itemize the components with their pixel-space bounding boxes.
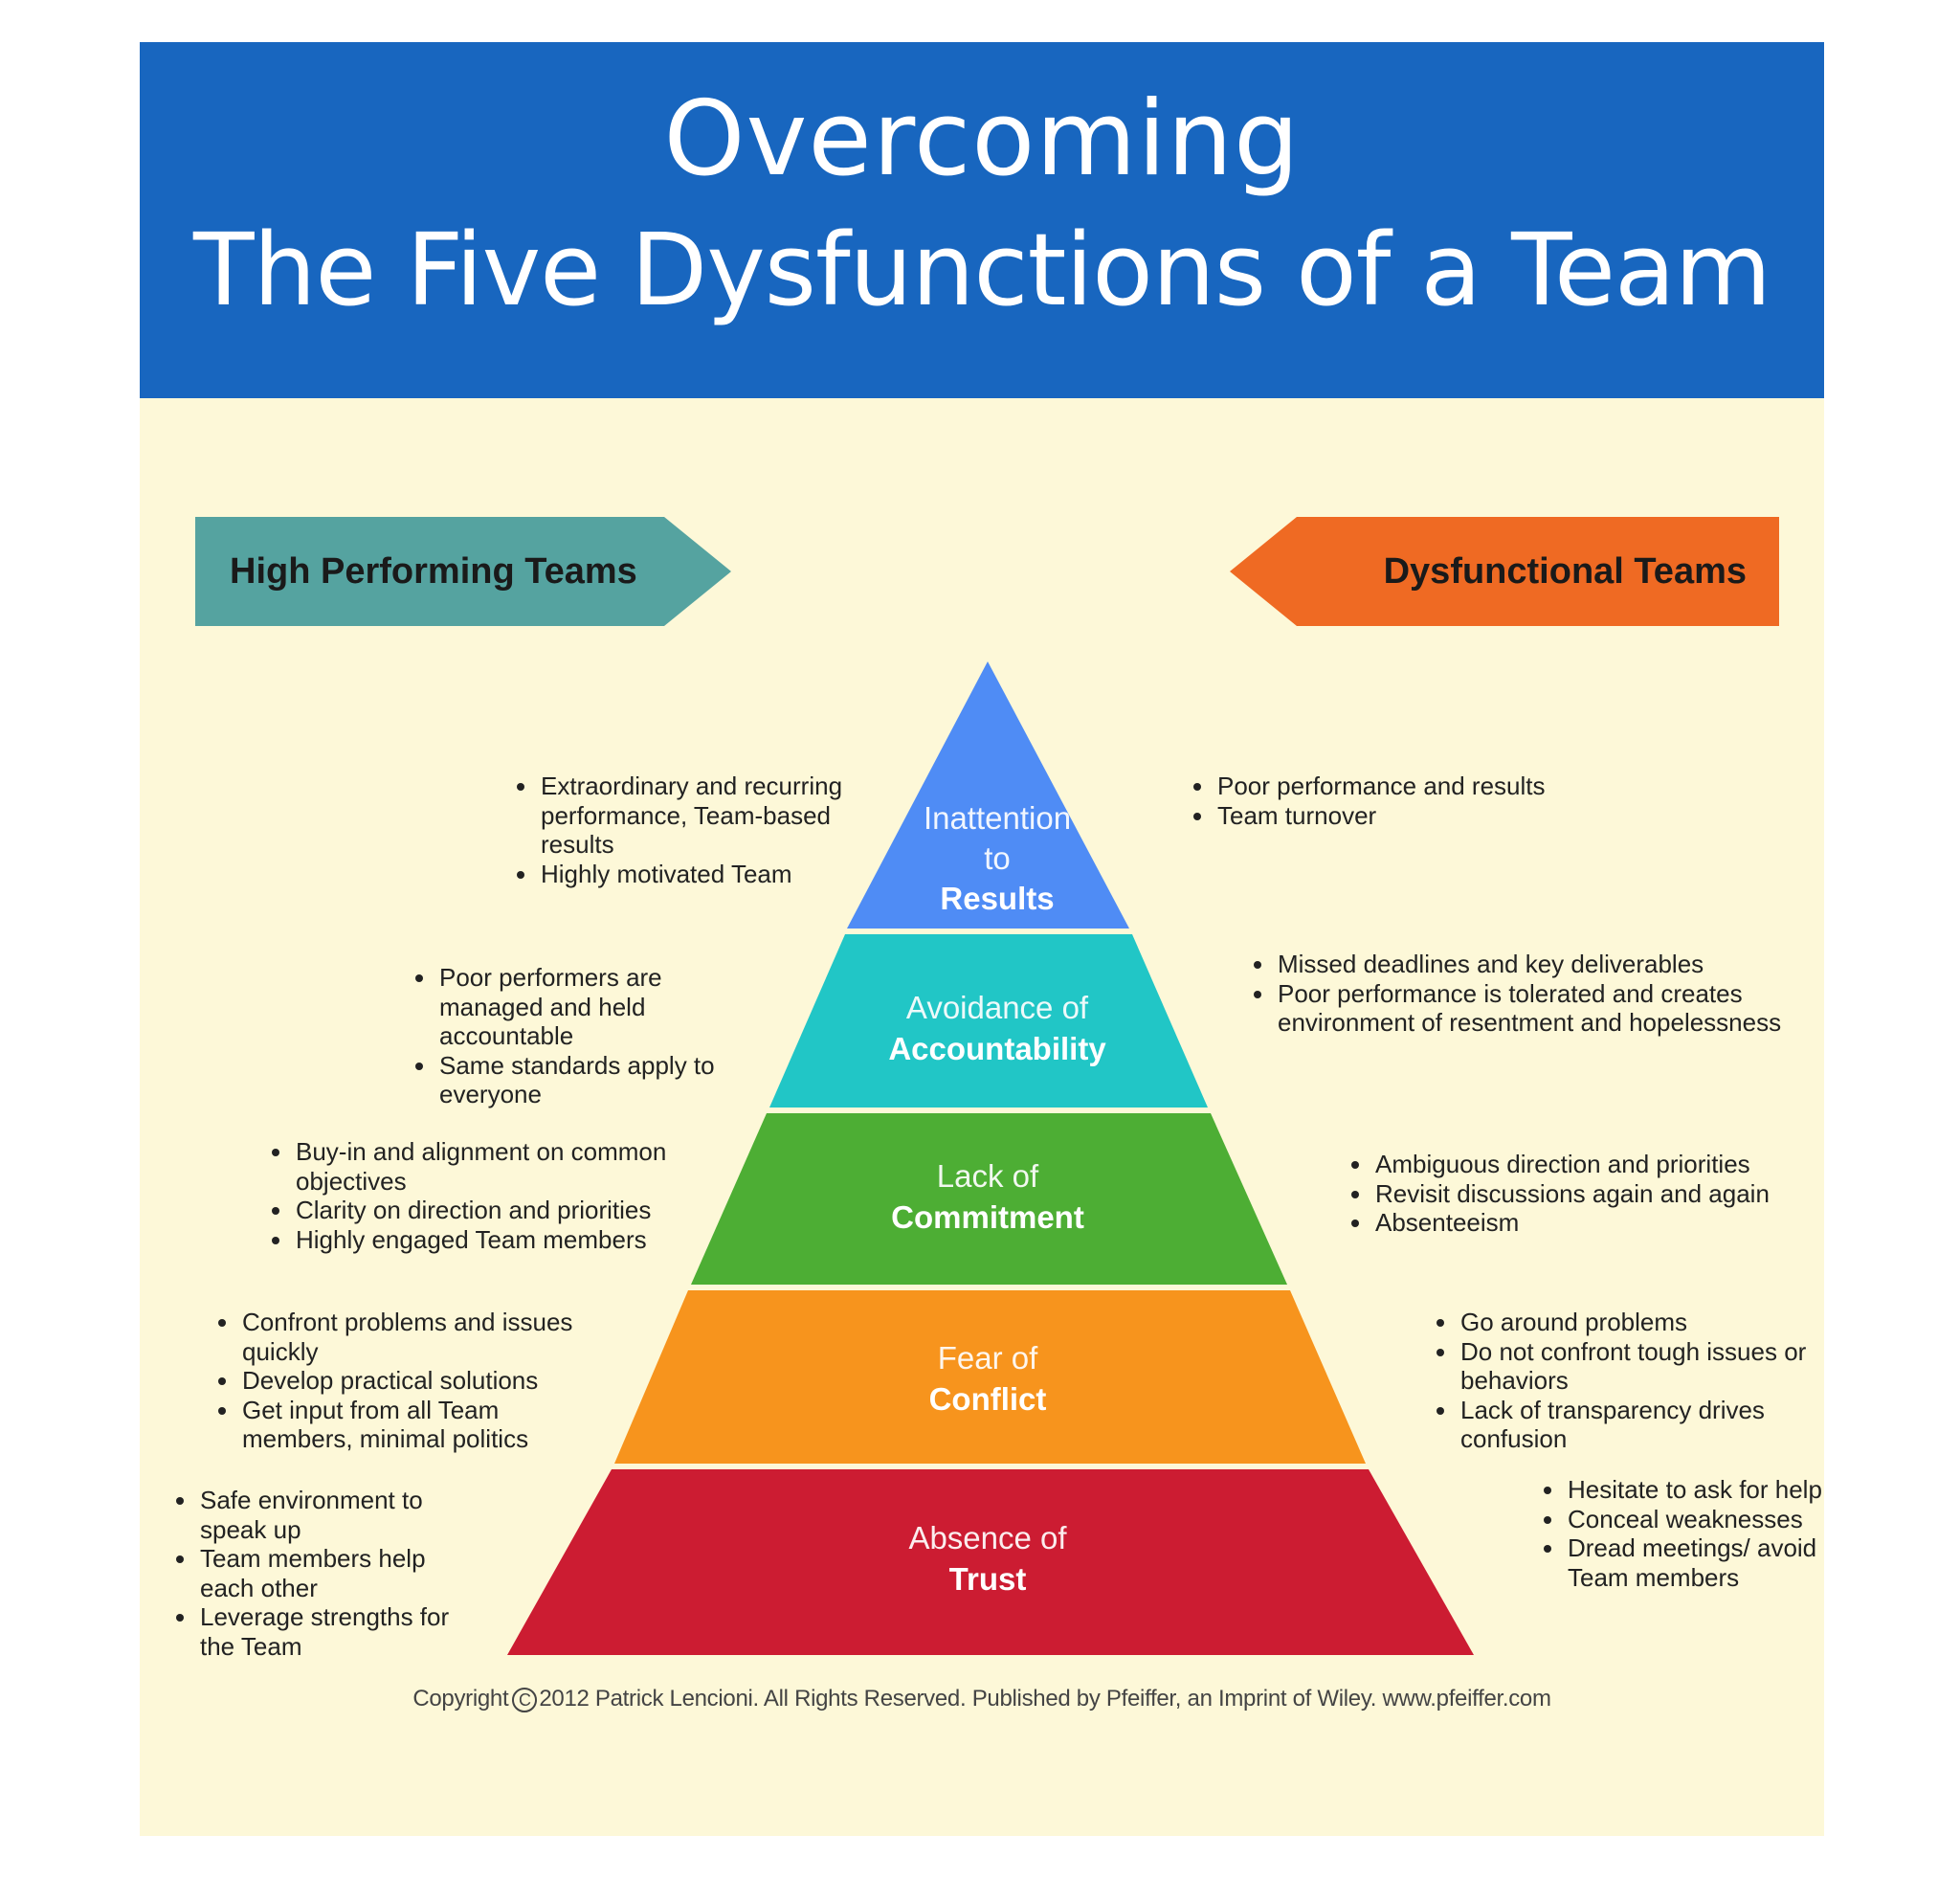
list-item: Hesitate to ask for help (1566, 1475, 1824, 1505)
left-arrow-shape-icon (1230, 517, 1779, 626)
layer-accountability-line2: Accountability (888, 1031, 1106, 1066)
pyramid-layer-trust (507, 1469, 1474, 1655)
copyright-prefix: Copyright (412, 1686, 509, 1712)
list-item: Confront problems and issues quickly (240, 1308, 604, 1366)
list-item: Highly motivated Team (539, 860, 864, 889)
list-item: Highly engaged Team members (294, 1225, 705, 1255)
list-item: Same standards apply to everyone (437, 1051, 772, 1109)
list-item: Dread meetings/ avoid Team members (1566, 1533, 1824, 1592)
pyramid-layer-commitment (691, 1113, 1287, 1285)
pyramid-layer-accountability (769, 934, 1208, 1108)
layer-label-trust: Absence of Trust (908, 1517, 1066, 1600)
layer-results-line1: Inattention (923, 800, 1072, 836)
dysfunctional-banner: Dysfunctional Teams (1230, 517, 1779, 626)
layer-conflict-line2: Conflict (928, 1381, 1047, 1417)
dys-list-trust: Hesitate to ask for help Conceal weaknes… (1533, 1475, 1824, 1592)
layer-commitment-line2: Commitment (891, 1199, 1084, 1235)
layer-results-line2: Results (940, 881, 1055, 916)
dysfunctional-label: Dysfunctional Teams (1383, 551, 1747, 592)
list-item: Lack of transparency drives confusion (1459, 1396, 1822, 1454)
infographic-poster: Overcoming The Five Dysfunctions of a Te… (140, 42, 1824, 1836)
list-item: Leverage strengths for the Team (198, 1602, 485, 1661)
layer-label-conflict: Fear of Conflict (929, 1337, 1047, 1420)
list-item: Do not confront tough issues or behavior… (1459, 1337, 1822, 1396)
right-arrow-shape-icon (195, 517, 731, 626)
list-item: Ambiguous direction and priorities (1373, 1150, 1833, 1179)
layer-commitment-line1: Lack of (936, 1158, 1039, 1194)
pyramid-layer-conflict (614, 1290, 1366, 1464)
hp-list-trust: Safe environment to speak up Team member… (166, 1486, 485, 1661)
dys-list-accountability: Missed deadlines and key deliverables Po… (1243, 950, 1783, 1038)
hp-list-conflict: Confront problems and issues quickly Dev… (208, 1308, 604, 1454)
list-item: Buy-in and alignment on common objective… (294, 1137, 705, 1196)
title-line-2: The Five Dysfunctions of a Team (192, 212, 1771, 328)
title-line-1: Overcoming (663, 79, 1301, 199)
hp-list-accountability: Poor performers are managed and held acc… (405, 963, 772, 1109)
list-item: Clarity on direction and priorities (294, 1196, 705, 1225)
layer-trust-line1: Absence of (908, 1520, 1067, 1555)
high-performing-banner: High Performing Teams (195, 517, 731, 626)
layer-results-line1b: to (984, 840, 1011, 876)
hp-list-commitment: Buy-in and alignment on common objective… (261, 1137, 705, 1254)
list-item: Get input from all Team members, minimal… (240, 1396, 604, 1454)
layer-label-results: Inattention to Results (924, 798, 1071, 919)
dys-list-conflict: Go around problems Do not confront tough… (1426, 1308, 1822, 1454)
header-banner: Overcoming The Five Dysfunctions of a Te… (140, 42, 1824, 398)
list-item: Poor performers are managed and held acc… (437, 963, 772, 1051)
hp-list-results: Extraordinary and recurring performance,… (506, 772, 864, 888)
list-item: Absenteeism (1373, 1208, 1833, 1238)
layer-accountability-line1: Avoidance of (905, 990, 1089, 1025)
list-item: Revisit discussions again and again (1373, 1179, 1833, 1209)
high-performing-label: High Performing Teams (230, 551, 637, 592)
pyramid-layer-results (847, 661, 1129, 929)
list-item: Go around problems (1459, 1308, 1822, 1337)
dys-list-commitment: Ambiguous direction and priorities Revis… (1341, 1150, 1833, 1238)
list-item: Conceal weaknesses (1566, 1505, 1824, 1534)
copyright-icon: C (512, 1687, 538, 1712)
list-item: Safe environment to speak up (198, 1486, 485, 1544)
layer-label-commitment: Lack of Commitment (891, 1155, 1084, 1238)
list-item: Poor performance and results (1215, 772, 1617, 801)
list-item: Develop practical solutions (240, 1366, 604, 1396)
layer-label-accountability: Avoidance of Accountability (888, 987, 1105, 1069)
list-item: Team turnover (1215, 801, 1617, 831)
copyright-text: 2012 Patrick Lencioni. All Rights Reserv… (539, 1686, 1551, 1712)
layer-trust-line2: Trust (948, 1561, 1027, 1597)
list-item: Missed deadlines and key deliverables (1276, 950, 1783, 979)
list-item: Poor performance is tolerated and create… (1276, 979, 1783, 1038)
layer-conflict-line1: Fear of (937, 1340, 1038, 1376)
list-item: Extraordinary and recurring performance,… (539, 772, 864, 860)
list-item: Team members help each other (198, 1544, 485, 1602)
pyramid-diagram (507, 661, 1474, 1655)
dys-list-results: Poor performance and results Team turnov… (1183, 772, 1617, 830)
